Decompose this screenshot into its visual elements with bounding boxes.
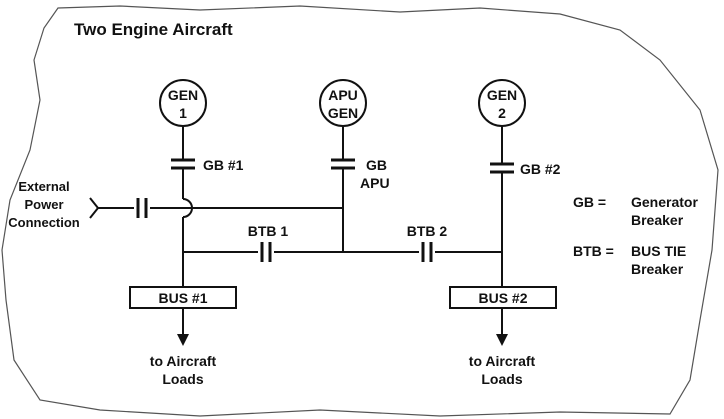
- external-power-connector-icon: [89, 197, 100, 219]
- diagram-title: Two Engine Aircraft: [74, 20, 233, 39]
- bus1: BUS #1: [129, 286, 237, 309]
- bus2-label: BUS #2: [478, 290, 527, 306]
- gen2-label-line2: 2: [498, 105, 506, 121]
- apu-label-line2: GEN: [328, 105, 358, 121]
- gen2-label-line1: GEN: [487, 87, 517, 103]
- bus1-label: BUS #1: [158, 290, 207, 306]
- apu-gen-source: APU GEN: [319, 79, 367, 127]
- btb2-label: BTB 2: [407, 223, 448, 239]
- apu-label-line1: APU: [328, 87, 358, 103]
- gen1-source: GEN 1: [159, 79, 207, 127]
- gb-apu-label-line1: GB: [366, 157, 387, 173]
- btb1-label: BTB 1: [248, 223, 289, 239]
- legend-gb-value-line2: Breaker: [631, 212, 684, 228]
- left-loads-line2: Loads: [162, 371, 203, 387]
- arrow-down-icon: [177, 334, 189, 346]
- gen1-label-line2: 1: [179, 105, 187, 121]
- load-arrow-right: [496, 308, 508, 346]
- legend-gb-key: GB =: [573, 194, 606, 210]
- arrow-down-icon: [496, 334, 508, 346]
- gen2-source: GEN 2: [478, 79, 526, 127]
- left-loads-line1: to Aircraft: [150, 353, 217, 369]
- gen2-feeder: [490, 126, 514, 287]
- legend-btb-value-line1: BUS TIE: [631, 243, 686, 259]
- bus-tie-line: [183, 242, 502, 262]
- legend-btb-key: BTB =: [573, 243, 614, 259]
- legend: GB = Generator Breaker BTB = BUS TIE Bre…: [573, 194, 698, 277]
- right-loads-line1: to Aircraft: [469, 353, 536, 369]
- external-power-label-line1: External: [18, 179, 69, 194]
- gb-apu-label-line2: APU: [360, 175, 390, 191]
- external-power-line: [89, 197, 343, 219]
- gen1-label-line1: GEN: [168, 87, 198, 103]
- load-arrow-left: [177, 308, 189, 346]
- legend-gb-value-line1: Generator: [631, 194, 698, 210]
- gb2-label: GB #2: [520, 161, 561, 177]
- gb1-label: GB #1: [203, 157, 244, 173]
- legend-btb-value-line2: Breaker: [631, 261, 684, 277]
- cloud-outline: [1, 5, 719, 417]
- external-power-label-line3: Connection: [8, 215, 80, 230]
- bus2: BUS #2: [449, 286, 557, 309]
- gen1-feeder: [171, 126, 195, 287]
- right-loads-line2: Loads: [481, 371, 522, 387]
- external-power-label-line2: Power: [24, 197, 63, 212]
- apu-feeder: [331, 126, 355, 252]
